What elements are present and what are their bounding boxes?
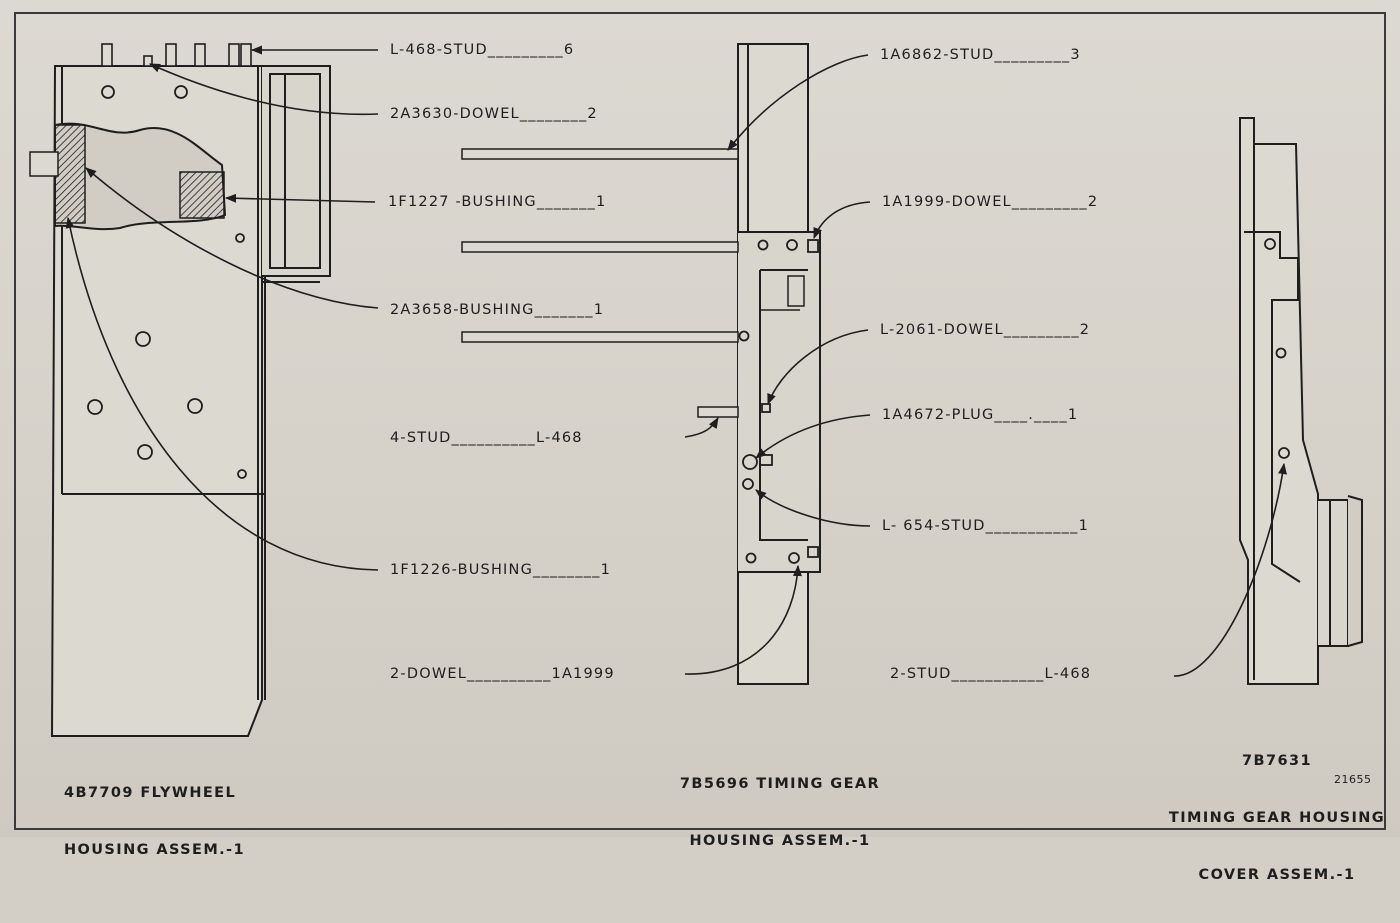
callout-l2061-dowel: L-2061-DOWEL_________2 <box>880 322 1091 338</box>
callout-1f1227-bushing: 1F1227 -BUSHING_______1 <box>388 194 607 210</box>
callout-1a4672-plug: 1A4672-PLUG____.____1 <box>882 407 1079 423</box>
caption-flywheel-housing: 4B7709 FLYWHEEL HOUSING ASSEM.-1 <box>64 746 245 898</box>
callout-l468-stud: L-468-STUD_________6 <box>390 42 575 58</box>
caption-flywheel-line2: HOUSING ASSEM.-1 <box>64 842 245 858</box>
timing-gear-housing-cover-drawing <box>1239 117 1363 685</box>
callout-1a6862-stud: 1A6862-STUD_________3 <box>880 47 1081 63</box>
timing-gear-housing-drawing <box>461 43 821 685</box>
caption-timing-gear-housing: 7B5696 TIMING GEAR HOUSING ASSEM.-1 <box>672 737 888 889</box>
caption-cover-line3: COVER ASSEM.-1 <box>1198 867 1356 883</box>
callout-1f1226-bushing: 1F1226-BUSHING________1 <box>390 562 612 578</box>
caption-cover-line2: TIMING GEAR HOUSING <box>1168 810 1386 826</box>
callout-4-stud-l468: 4-STUD__________L-468 <box>390 430 583 446</box>
callout-1a1999-dowel: 1A1999-DOWEL_________2 <box>882 194 1099 210</box>
leader-lines <box>65 45 1287 677</box>
figure-border <box>14 12 1386 830</box>
manual-page: L-468-STUD_________6 2A3630-DOWEL_______… <box>0 0 1400 883</box>
callout-2a3658-bushing: 2A3658-BUSHING_______1 <box>390 302 605 318</box>
caption-timing-gear-cover: 7B7631 TIMING GEAR HOUSING COVER ASSEM.-… <box>1162 714 1392 923</box>
caption-timing-line1: 7B5696 TIMING GEAR <box>679 776 881 792</box>
callout-2a3630-dowel: 2A3630-DOWEL________2 <box>390 106 598 122</box>
callout-l654-stud: L- 654-STUD___________1 <box>882 518 1089 534</box>
figure-number: 21655 <box>1334 773 1372 786</box>
caption-flywheel-line1: 4B7709 FLYWHEEL <box>64 785 237 801</box>
caption-timing-line2: HOUSING ASSEM.-1 <box>689 833 871 849</box>
caption-cover-line1: 7B7631 <box>1242 753 1312 769</box>
callout-2-stud-l468: 2-STUD___________L-468 <box>890 666 1092 682</box>
callout-2-dowel-1a1999: 2-DOWEL__________1A1999 <box>390 666 615 682</box>
exploded-parts-drawing <box>29 43 1363 737</box>
flywheel-housing-drawing <box>29 43 331 737</box>
